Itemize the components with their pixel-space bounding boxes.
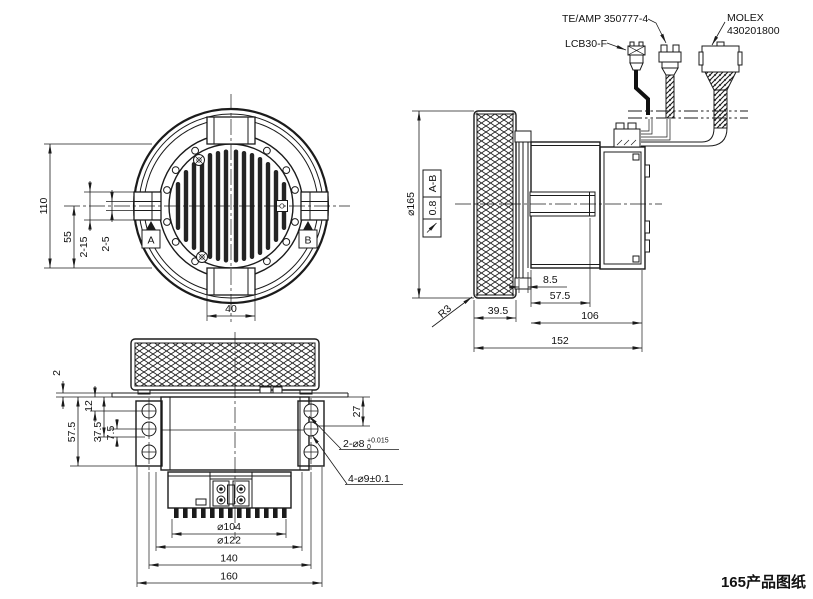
runout-symbol: [426, 222, 437, 233]
dim-d104: ⌀104: [217, 521, 241, 533]
dim-37-5: 37.5: [92, 422, 104, 443]
label-lcb30: LCB30-F: [565, 38, 607, 50]
callout-2-d8-sub: 0: [367, 444, 371, 451]
flange-holes: [141, 403, 319, 460]
connector-labels: TE/AMP 350777-4 LCB30-F MOLEX 430201800: [562, 12, 780, 51]
datum-b-flag: B: [298, 221, 318, 249]
molex-connector: [641, 41, 743, 147]
drawing-title: 165产品图纸: [721, 573, 806, 591]
dim-57-5-side: 57.5: [550, 290, 571, 302]
bottom-dimensions-stack: ⌀104 ⌀122 140 160: [136, 467, 323, 587]
dim-160: 160: [220, 571, 238, 583]
runout-tolerance-frame: A-B 0.8: [422, 169, 442, 238]
side-wheel: [473, 110, 532, 299]
front-dimensions: 110 55 2-15 2-5 40: [38, 143, 256, 321]
screw-symbols: [193, 154, 288, 263]
runout-value: 0.8: [427, 201, 439, 216]
terminal-block: [613, 122, 641, 148]
side-dimensions: ⌀165 A-B 0.8 8.5 57.5: [405, 110, 643, 352]
dim-140: 140: [220, 553, 238, 565]
dim-r3: R3: [436, 303, 454, 321]
label-molex-1: MOLEX: [727, 12, 764, 24]
dim-106: 106: [581, 310, 599, 322]
front-view: A B 110 55 2-15: [38, 94, 350, 322]
dim-2-15: 2-15: [78, 236, 90, 257]
teeth: [174, 508, 287, 518]
bottom-wheel: [130, 338, 320, 395]
runout-datum: A-B: [427, 175, 439, 193]
callout-2-d8: 2-⌀8: [343, 438, 365, 450]
callout-2-d8-sup: +0.015: [367, 438, 389, 445]
te-amp-connector: [658, 44, 682, 119]
bottom-dimensions-left: 2 57.5 12 37.5 7.5: [51, 370, 145, 467]
wires: [641, 119, 671, 141]
dim-12: 12: [83, 400, 95, 412]
lcb30-connector: [627, 41, 650, 115]
dim-40: 40: [225, 303, 237, 315]
label-molex-2: 430201800: [727, 25, 780, 37]
cable-assembly: TE/AMP 350777-4 LCB30-F MOLEX 430201800: [562, 12, 780, 148]
dim-39-5: 39.5: [488, 305, 509, 317]
dim-57-5-bottom: 57.5: [66, 422, 78, 443]
lower-hub: [167, 471, 292, 518]
dim-27: 27: [351, 406, 363, 418]
dim-7-5: 7.5: [105, 426, 117, 441]
dim-2-5: 2-5: [100, 236, 112, 251]
callout-4-d9: 4-⌀9±0.1: [348, 473, 390, 485]
label-te-amp: TE/AMP 350777-4: [562, 13, 648, 25]
dim-d122: ⌀122: [217, 535, 241, 547]
datum-a-label: A: [147, 235, 154, 247]
bolt-holes: [163, 146, 299, 266]
bottom-body: [135, 396, 325, 471]
dim-55: 55: [62, 231, 74, 243]
bottom-dimensions-right: 27 2-⌀8 +0.015 0 4-⌀9±0.1: [308, 396, 403, 485]
dim-2: 2: [51, 370, 63, 376]
rear-housing: [599, 146, 650, 270]
datum-b-label: B: [304, 235, 311, 247]
dim-8-5: 8.5: [543, 274, 558, 286]
dim-152: 152: [551, 335, 569, 347]
dim-110: 110: [38, 197, 50, 214]
datum-a-flag: A: [141, 221, 161, 249]
side-view: ⌀165 A-B 0.8 8.5 57.5: [405, 110, 662, 352]
dim-dia165: ⌀165: [405, 192, 417, 216]
bottom-view: 2 57.5 12 37.5 7.5 27: [51, 332, 403, 587]
motor-body: [527, 141, 601, 269]
